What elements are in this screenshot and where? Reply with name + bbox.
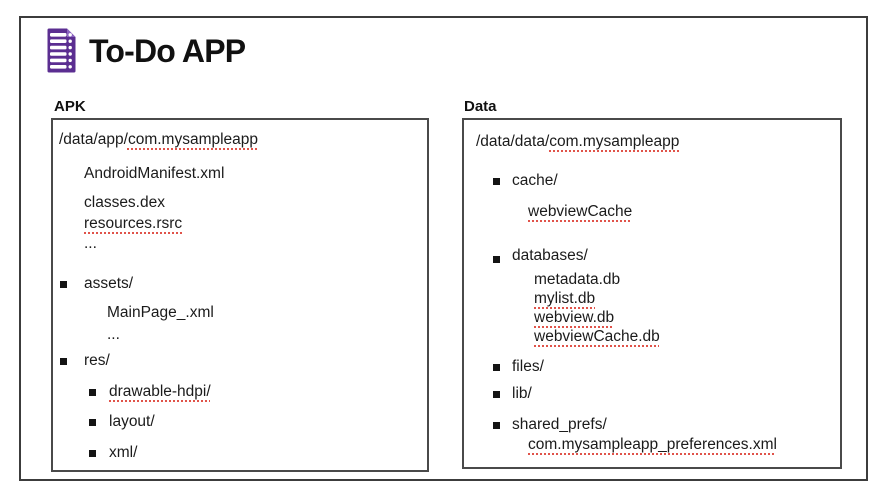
folder-label: assets/ — [84, 275, 134, 292]
folder-label: res/ — [84, 352, 110, 369]
bullet-square-icon — [493, 391, 500, 398]
bullet-square-icon — [89, 450, 96, 457]
file-label: classes.dex — [84, 194, 165, 211]
folder-label: databases/ — [512, 247, 588, 264]
file-label: AndroidManifest.xml — [84, 165, 225, 182]
folder-label: lib/ — [512, 385, 532, 402]
apk-panel: /data/app/com.mysampleapp AndroidManifes… — [51, 118, 429, 472]
tree-item-shared-prefs: shared_prefs/ — [464, 415, 840, 435]
bullet-square-icon — [493, 364, 500, 371]
tree-item-lib: lib/ — [464, 384, 840, 404]
path-package: com.mysampleapp — [127, 131, 259, 148]
tree-item-layout: layout/ — [53, 412, 427, 432]
folder-label: drawable-hdpi/ — [109, 383, 211, 400]
tree-item-databases: databases/ — [464, 246, 840, 266]
tree-item-classes-dex: classes.dex — [53, 193, 427, 213]
folder-label: layout/ — [109, 413, 155, 430]
ellipsis-label: ... — [107, 326, 120, 343]
data-root-path: /data/data/com.mysampleapp — [464, 120, 840, 152]
folder-label: xml/ — [109, 444, 138, 461]
path-package: com.mysampleapp — [549, 133, 680, 150]
file-label: metadata.db — [534, 271, 621, 288]
file-label: com.mysampleapp_preferences.xml — [528, 436, 777, 453]
file-label: webviewCache — [528, 203, 633, 220]
tree-item-assets: assets/ — [53, 274, 427, 294]
bullet-square-icon — [60, 281, 67, 288]
data-panel: /data/data/com.mysampleapp cache/ webvie… — [462, 118, 842, 469]
tree-item-webviewcache: webviewCache — [464, 202, 840, 222]
file-label: resources.rsrc — [84, 215, 183, 232]
tree-item-xml: xml/ — [53, 443, 427, 463]
apk-panel-label: APK — [54, 98, 86, 115]
file-label: MainPage_.xml — [107, 304, 214, 321]
bullet-square-icon — [493, 178, 500, 185]
tree-item-resources-rsrc: resources.rsrc — [53, 214, 427, 234]
bullet-square-icon — [493, 422, 500, 429]
page-title: To-Do APP — [89, 33, 246, 69]
tree-item-cache: cache/ — [464, 171, 840, 191]
path-prefix: /data/data/ — [476, 133, 550, 150]
bullet-square-icon — [89, 419, 96, 426]
tree-item-mylist-db: mylist.db — [464, 289, 840, 308]
data-panel-label: Data — [464, 98, 497, 115]
tree-item-ellipsis: ... — [53, 325, 427, 345]
tree-item-androidmanifest: AndroidManifest.xml — [53, 164, 427, 184]
todo-list-icon — [47, 28, 76, 73]
folder-label: shared_prefs/ — [512, 416, 607, 433]
file-label: webviewCache.db — [534, 328, 660, 345]
path-prefix: /data/app/ — [59, 131, 128, 148]
tree-item-webview-db: webview.db — [464, 308, 840, 327]
tree-item-res: res/ — [53, 351, 427, 371]
bullet-square-icon — [60, 358, 67, 365]
ellipsis-label: ... — [84, 235, 97, 252]
tree-item-drawable-hdpi: drawable-hdpi/ — [53, 382, 427, 402]
apk-root-path: /data/app/com.mysampleapp — [53, 120, 427, 150]
folder-label: files/ — [512, 358, 544, 375]
tree-item-mainpage-xml: MainPage_.xml — [53, 303, 427, 323]
tree-item-ellipsis: ... — [53, 234, 427, 254]
file-label: mylist.db — [534, 290, 596, 307]
folder-label: cache/ — [512, 172, 558, 189]
bullet-square-icon — [89, 389, 96, 396]
tree-item-webviewcache-db: webviewCache.db — [464, 327, 840, 346]
tree-item-files: files/ — [464, 357, 840, 377]
file-label: webview.db — [534, 309, 615, 326]
tree-item-metadata-db: metadata.db — [464, 270, 840, 289]
bullet-square-icon — [493, 256, 500, 263]
tree-item-preferences-xml: com.mysampleapp_preferences.xml — [464, 435, 840, 455]
